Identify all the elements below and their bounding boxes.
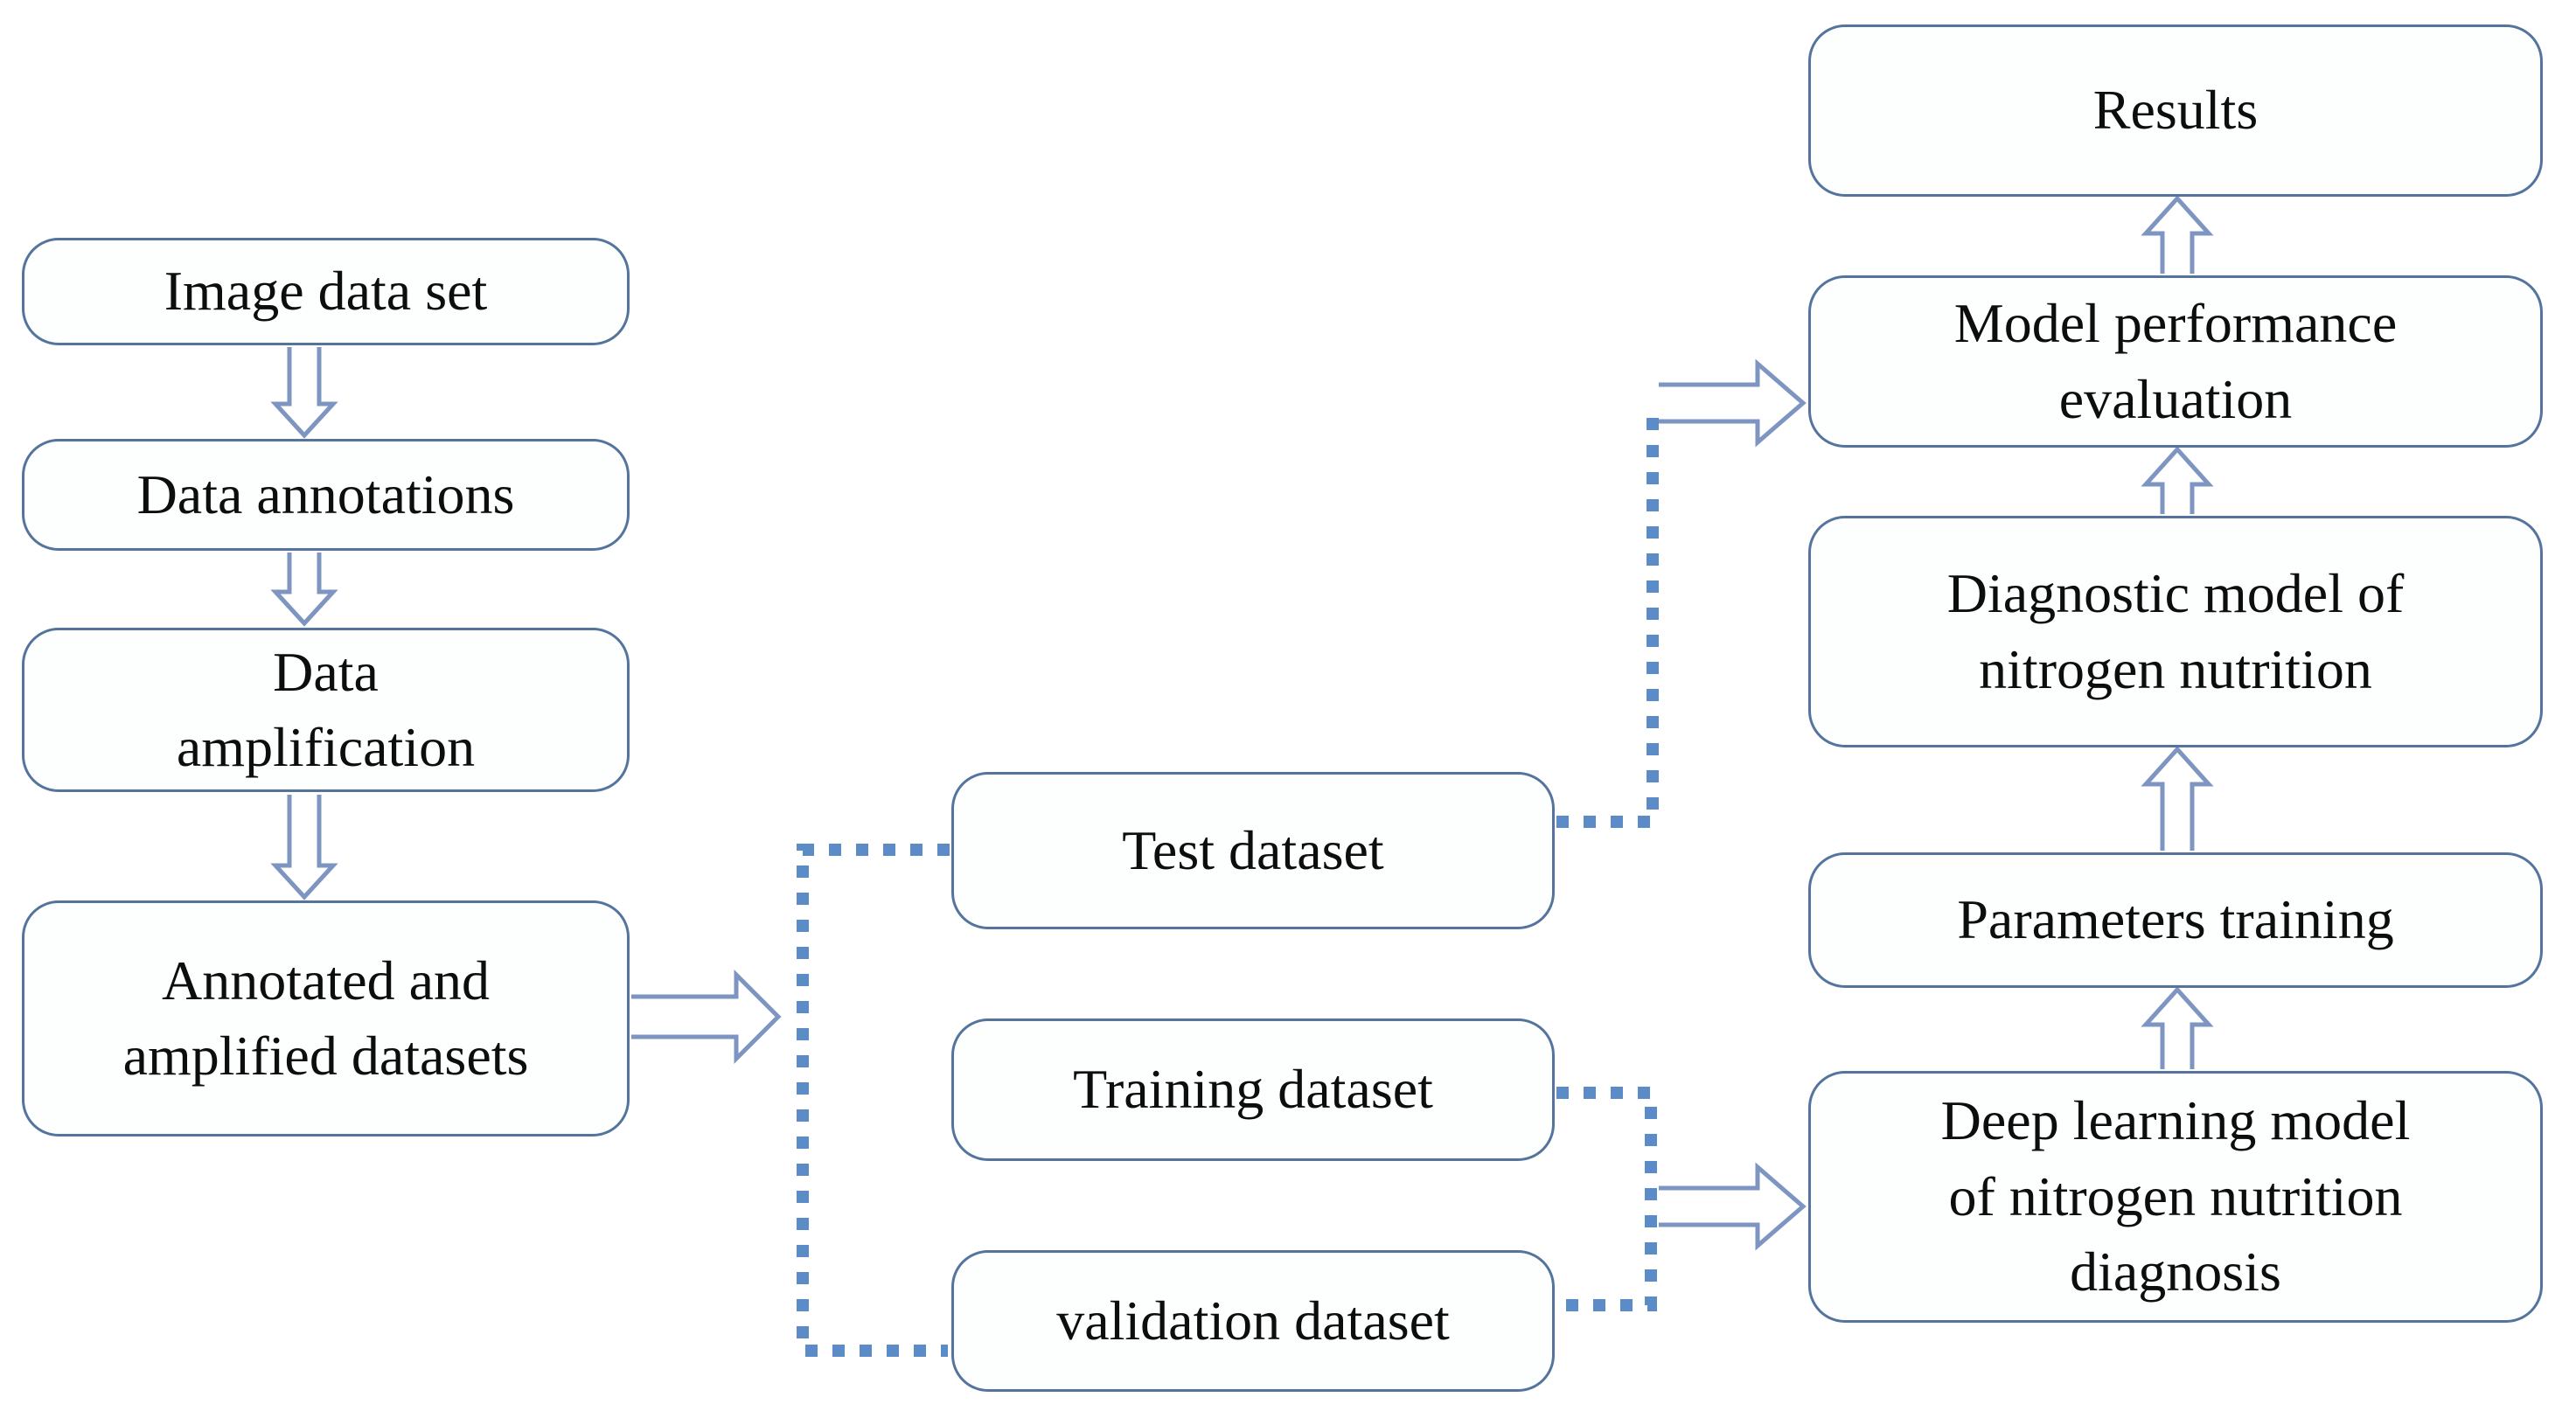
node-label: diagnosis xyxy=(2070,1241,2281,1303)
right-arrow-deep-model-icon xyxy=(1659,1162,1807,1251)
node-label: Test dataset xyxy=(1122,818,1384,881)
down-arrow-2-icon xyxy=(270,553,338,627)
node-label: Annotated and xyxy=(162,949,490,1011)
up-arrow-4-icon xyxy=(2141,986,2214,1069)
node-validation-dataset: validation dataset xyxy=(951,1250,1555,1392)
node-label: validation dataset xyxy=(1056,1289,1450,1352)
node-label: nitrogen nutrition xyxy=(1979,637,2372,700)
node-label: Results xyxy=(2092,79,2259,142)
right-arrow-evaluation-icon xyxy=(1659,358,1807,448)
node-label: Deep learning model xyxy=(1940,1089,2411,1152)
dotted-connector-train-valid-to-model xyxy=(1553,1087,1657,1311)
node-test-dataset: Test dataset xyxy=(951,772,1555,929)
node-label: amplified datasets xyxy=(122,1025,529,1087)
node-training-dataset: Training dataset xyxy=(951,1018,1555,1161)
node-data-annotations: Data annotations xyxy=(22,439,630,551)
up-arrow-3-icon xyxy=(2141,746,2214,851)
up-arrow-2-icon xyxy=(2141,446,2214,514)
down-arrow-3-icon xyxy=(270,795,338,900)
node-label: amplification xyxy=(176,716,476,778)
node-label: Model performance xyxy=(1953,292,2398,355)
node-model-performance-evaluation: Model performance evaluation xyxy=(1808,275,2543,448)
right-arrow-split-icon xyxy=(631,969,782,1065)
node-results: Results xyxy=(1808,24,2543,197)
down-arrow-1-icon xyxy=(270,347,338,439)
node-label: Data annotations xyxy=(136,462,515,525)
node-data-amplification: Data amplification xyxy=(22,628,630,792)
node-label: Parameters training xyxy=(1957,888,2394,951)
up-arrow-1-icon xyxy=(2141,195,2214,274)
node-annotated-amplified-datasets: Annotated and amplified datasets xyxy=(22,900,630,1137)
node-label: of nitrogen nutrition xyxy=(1948,1164,2403,1227)
dotted-connector-test-to-evaluation xyxy=(1556,404,1659,828)
node-label: evaluation xyxy=(2058,367,2293,430)
node-label: Data xyxy=(273,640,379,703)
node-image-data-set: Image data set xyxy=(22,238,630,345)
node-diagnostic-model: Diagnostic model of nitrogen nutrition xyxy=(1808,516,2543,747)
node-label: Image data set xyxy=(164,260,488,323)
node-label: Diagnostic model of xyxy=(1946,562,2405,625)
node-deep-learning-model: Deep learning model of nitrogen nutritio… xyxy=(1808,1071,2543,1323)
dotted-connector-split-left xyxy=(797,844,950,1357)
node-label: Training dataset xyxy=(1073,1058,1433,1121)
node-parameters-training: Parameters training xyxy=(1808,852,2543,988)
